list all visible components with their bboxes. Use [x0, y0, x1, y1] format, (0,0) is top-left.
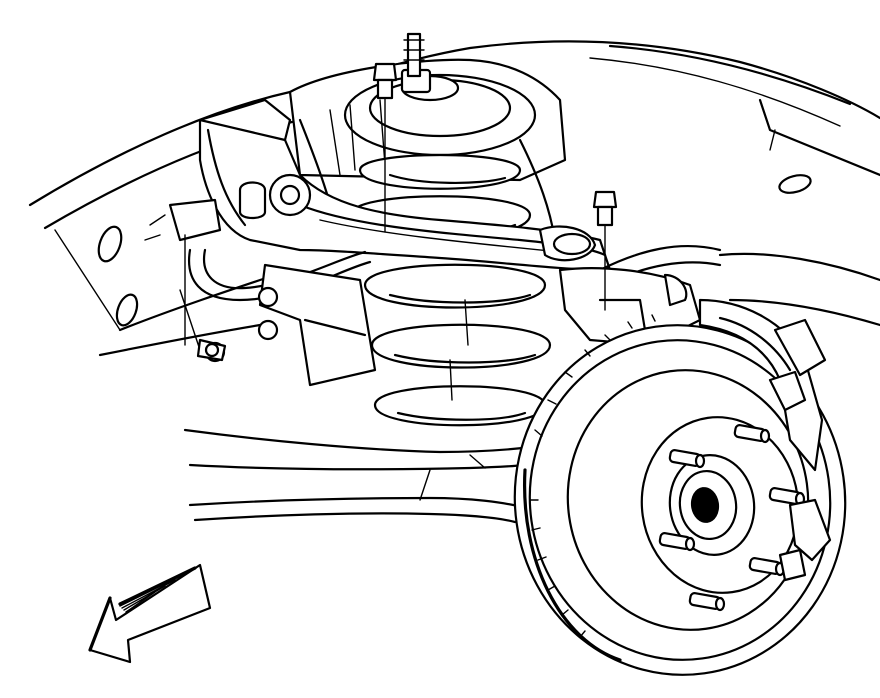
wheel-stud	[768, 487, 806, 507]
wheel-stud	[688, 592, 726, 612]
brake-hose	[144, 198, 722, 302]
wheel-stud	[733, 424, 771, 444]
wheel-stud	[748, 557, 786, 577]
coil-spring	[348, 153, 552, 427]
lower-control-arm	[183, 428, 542, 524]
brake-caliper	[698, 298, 832, 582]
frame-bracket	[179, 263, 377, 387]
frame-rail	[28, 40, 880, 357]
wheel-stud	[668, 449, 706, 469]
mounting-bolt	[372, 62, 398, 233]
mounting-bolt	[592, 190, 618, 311]
upper-control-arm	[198, 98, 612, 272]
mounting-bolt	[184, 234, 227, 362]
front-direction-arrow	[88, 563, 212, 664]
wheel-stud	[658, 532, 696, 552]
